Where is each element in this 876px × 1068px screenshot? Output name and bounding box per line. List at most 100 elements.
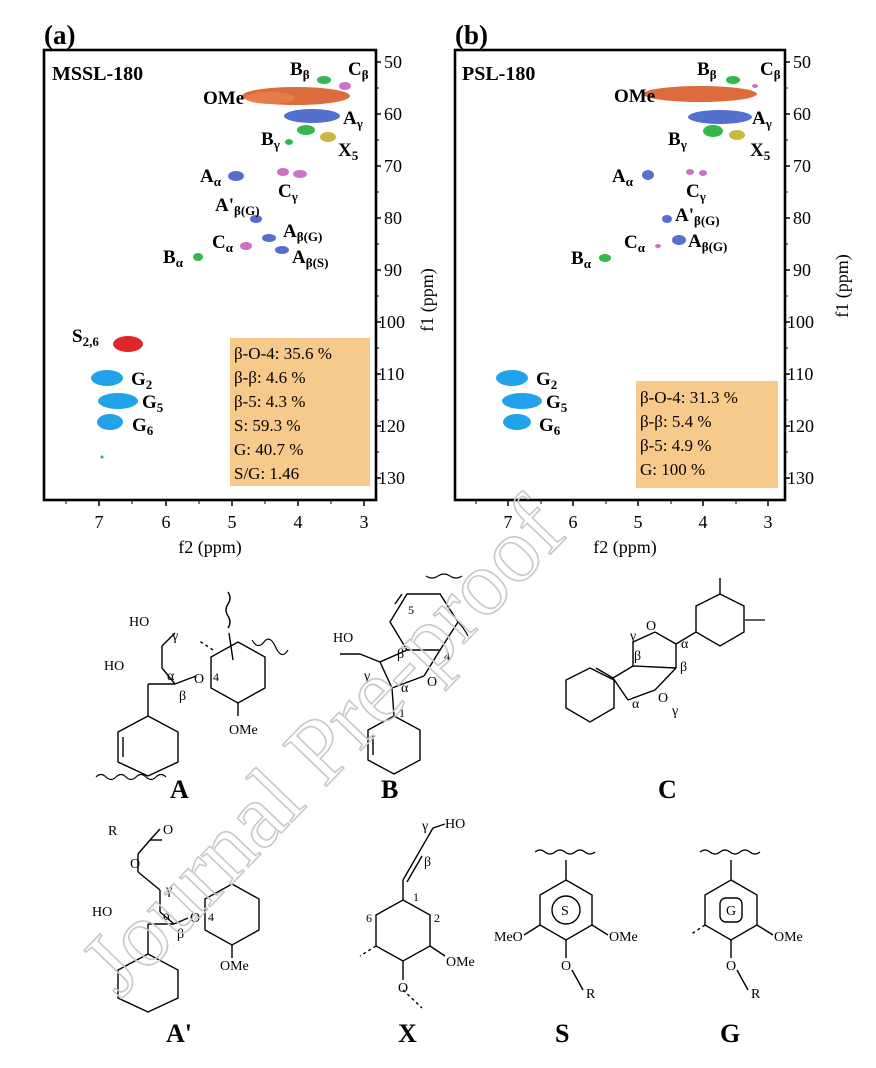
structure-g (689, 849, 774, 991)
svg-text:β: β (424, 855, 431, 870)
peak-b-alpha (599, 254, 611, 262)
panel-b-ytick: 70 (793, 156, 811, 176)
stat-line: G: 100 % (640, 460, 705, 479)
peak-c-beta (752, 84, 758, 88)
panel-a-ytick: 100 (378, 312, 405, 332)
label-g5: G5 (546, 392, 568, 415)
panel-b-sample-name: PSL-180 (462, 63, 535, 85)
panel-b-xtick: 5 (634, 512, 643, 532)
svg-text:OMe: OMe (446, 955, 475, 970)
peak-g2 (91, 370, 123, 386)
svg-text:γ: γ (629, 629, 636, 644)
panel-a-ytick: 110 (378, 364, 404, 384)
stat-line: β-O-4: 31.3 % (640, 388, 738, 407)
label-b-gamma: Bγ (261, 129, 280, 152)
svg-text:OMe: OMe (609, 930, 638, 945)
label-c-alpha: Cα (212, 232, 234, 255)
svg-text:HO: HO (333, 631, 353, 646)
peak-s26 (113, 336, 143, 352)
svg-text:O: O (427, 675, 437, 690)
stat-line: S/G: 1.46 (234, 464, 299, 483)
stat-line: G: 40.7 % (234, 440, 303, 459)
svg-text:O: O (163, 823, 173, 838)
panel-b-xtick: 7 (504, 512, 513, 532)
label-x5: X5 (750, 140, 771, 163)
peak-a-alpha (642, 170, 654, 180)
panel-a-xtick: 3 (360, 512, 369, 532)
structure-c-labels: O γ β α β α O γ C (629, 619, 689, 804)
svg-text:γ: γ (421, 819, 428, 834)
panel-b-ytick: 120 (787, 416, 814, 436)
label-a-alpha: Aα (612, 166, 634, 189)
label-a-prime-beta-g: A'β(G) (675, 205, 720, 228)
stat-line: β-5: 4.9 % (640, 436, 711, 455)
label-a-prime-beta-g: A'β(G) (215, 195, 260, 218)
peak-a-gamma (688, 110, 752, 124)
peak-a-prime-beta-g (250, 215, 262, 223)
panel-a-ytick: 70 (384, 156, 402, 176)
label-c-beta: Cβ (348, 59, 369, 82)
peak-ome (643, 86, 757, 102)
panel-a-sample-name: MSSL-180 (52, 63, 143, 85)
panel-b-stats-box: β-O-4: 31.3 % β-β: 5.4 % β-5: 4.9 % G: 1… (636, 381, 778, 488)
label-s26: S2,6 (72, 326, 99, 349)
peak-b-beta (317, 76, 331, 84)
panel-a-x-label: f2 (ppm) (178, 537, 241, 558)
stat-line: β-O-4: 35.6 % (234, 344, 332, 363)
svg-text:R: R (751, 987, 761, 1002)
panel-a-y-label: f1 (ppm) (417, 268, 438, 331)
peak-g5 (502, 393, 542, 409)
panel-b-y-axis: 50 60 70 80 90 100 110 120 130 f1 (ppm) (785, 52, 853, 488)
stat-line: β-β: 5.4 % (640, 412, 712, 431)
svg-text:β: β (680, 660, 687, 675)
panel-b-x-label: f2 (ppm) (593, 537, 656, 558)
svg-text:O: O (726, 959, 736, 974)
panel-b-peaks (496, 76, 758, 430)
panel-a-x-axis: 7 6 5 4 3 f2 (ppm) (65, 500, 369, 558)
peak-a-gamma (284, 109, 340, 123)
panel-a-frame (42, 48, 378, 502)
svg-text:γ: γ (363, 669, 370, 684)
panel-b-xtick: 6 (569, 512, 578, 532)
label-b-gamma: Bγ (668, 129, 687, 152)
panel-a-ytick: 90 (384, 260, 402, 280)
label-a-gamma: Aγ (343, 108, 363, 131)
svg-text:γ: γ (671, 704, 678, 719)
structure-c-name: C (658, 775, 677, 804)
structure-a-name: A (170, 775, 189, 804)
peak-g6 (97, 414, 123, 430)
label-a-beta-s: Aβ(S) (292, 247, 328, 270)
panel-a-stats-box: β-O-4: 35.6 % β-β: 4.6 % β-5: 4.3 % S: 5… (230, 338, 370, 486)
label-c-beta: Cβ (760, 59, 781, 82)
panel-b-frame (453, 48, 787, 502)
svg-text:OMe: OMe (774, 930, 803, 945)
panel-b-ytick: 60 (793, 104, 811, 124)
peak-x5 (729, 130, 745, 140)
label-a-beta-g: Aβ(G) (283, 221, 322, 244)
structure-b-name: B (381, 775, 398, 804)
label-g2: G2 (131, 369, 152, 392)
panel-a-y-axis: 50 60 70 80 90 100 110 120 130 f1 (ppm) (376, 52, 438, 488)
panel-b-letter: (b) (455, 20, 488, 50)
svg-text:α: α (167, 669, 175, 684)
structure-a-prime-labels: R O O γ HO α β O 4 OMe A' (92, 823, 249, 1048)
peak-c-gamma-2 (293, 170, 307, 178)
peak-c-gamma-2 (699, 170, 707, 176)
svg-text:O: O (130, 857, 140, 872)
structure-g-labels: G OMe O R G (720, 904, 803, 1048)
peak-b-beta (726, 76, 740, 84)
svg-text:α: α (632, 697, 640, 712)
svg-text:O: O (190, 911, 200, 926)
panel-b-ytick: 50 (793, 52, 811, 72)
svg-text:γ: γ (171, 629, 178, 644)
structure-b-labels: HO γ β α O 5 4 1 B (333, 603, 450, 804)
label-c-alpha: Cα (624, 232, 646, 255)
label-b-alpha: Bα (571, 248, 592, 271)
label-a-alpha: Aα (200, 166, 222, 189)
label-g5: G5 (142, 392, 164, 415)
structure-s-name: S (555, 1019, 569, 1048)
panel-b-ytick: 90 (793, 260, 811, 280)
structure-c (565, 578, 765, 723)
peak-g5 (98, 393, 138, 409)
peak-a-beta-s (275, 246, 289, 254)
